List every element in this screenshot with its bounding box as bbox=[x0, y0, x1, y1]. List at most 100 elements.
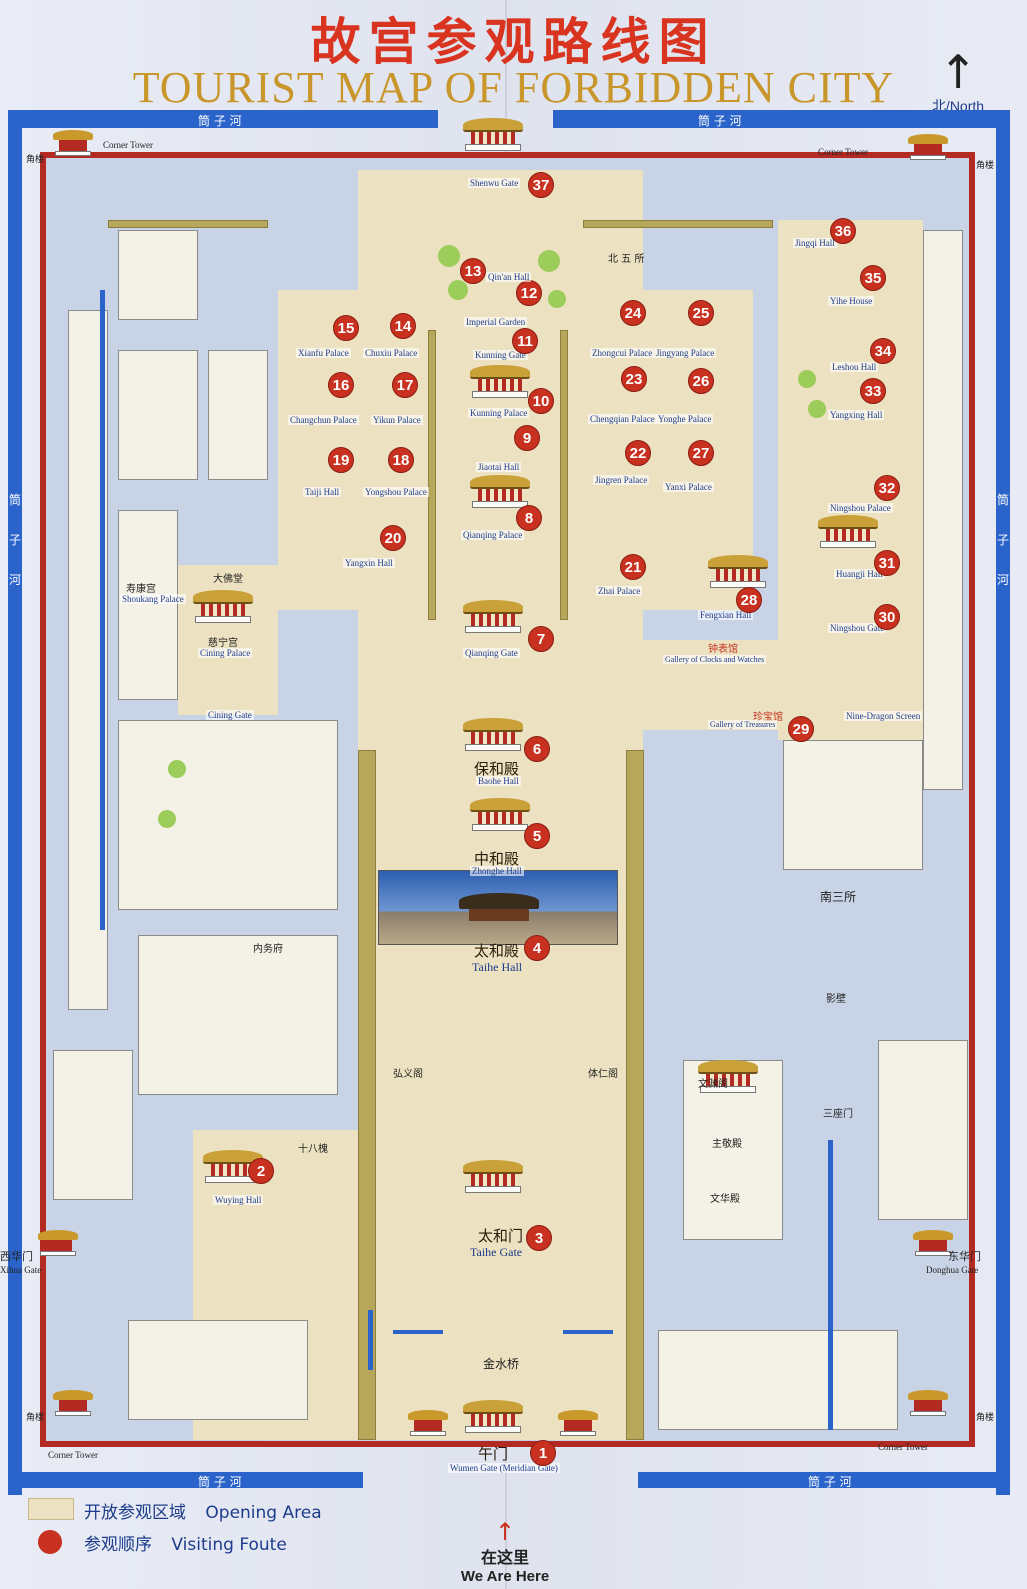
moat-left bbox=[8, 110, 22, 1495]
building bbox=[118, 350, 198, 480]
stop-5-label-en: Zhonghe Hall bbox=[470, 866, 524, 876]
west-gate-label: 西华门 bbox=[0, 1250, 33, 1263]
moat-top-right bbox=[553, 110, 1008, 128]
moat-label-right: 筒子河 bbox=[997, 493, 1010, 587]
visiting-route-dot-icon bbox=[38, 1530, 62, 1554]
treasures-gallery-label-en: Gallery of Treasures bbox=[708, 720, 778, 729]
outer-court-west-corridor bbox=[358, 750, 376, 1440]
stop-7-label-en: Qianqing Gate bbox=[463, 648, 520, 658]
sanzuomen-label: 三座门 bbox=[823, 1109, 853, 1120]
building bbox=[658, 1330, 898, 1430]
legend-route-label: 参观顺序 Visiting Foute bbox=[84, 1530, 287, 1555]
visiting-marker-24[interactable]: 24 bbox=[620, 300, 646, 326]
clocks-gallery-label: 钟表馆 bbox=[708, 644, 738, 655]
visiting-marker-14[interactable]: 14 bbox=[390, 313, 416, 339]
corner-tower-cn-nw: 角楼 bbox=[26, 155, 45, 165]
legend-open-area-cn: 开放参观区域 bbox=[84, 1503, 186, 1523]
visiting-marker-27[interactable]: 27 bbox=[688, 440, 714, 466]
visiting-marker-12[interactable]: 12 bbox=[516, 280, 542, 306]
hall-icon bbox=[463, 1160, 523, 1194]
visiting-marker-25[interactable]: 25 bbox=[688, 300, 714, 326]
building bbox=[118, 230, 198, 320]
wenyuange-label: 文渊阁 bbox=[698, 1079, 728, 1090]
shoukang-palace-label-en: Shoukang Palace bbox=[120, 594, 186, 604]
visiting-marker-34[interactable]: 34 bbox=[870, 338, 896, 364]
photo-hall-body bbox=[469, 909, 529, 921]
visiting-marker-3[interactable]: 3 bbox=[526, 1225, 552, 1251]
hongyige-label: 弘义阁 bbox=[393, 1069, 423, 1080]
stop-1-label-en: Wumen Gate (Meridian Gate) bbox=[448, 1463, 560, 1473]
visiting-marker-28[interactable]: 28 bbox=[736, 587, 762, 613]
visiting-marker-31[interactable]: 31 bbox=[874, 550, 900, 576]
moat-label-bottom-right: 筒 子 河 bbox=[808, 1475, 852, 1489]
stop-2-label-en: Wuying Hall bbox=[213, 1195, 264, 1205]
outer-court-east-corridor bbox=[626, 750, 644, 1440]
visiting-marker-10[interactable]: 10 bbox=[528, 388, 554, 414]
visiting-marker-11[interactable]: 11 bbox=[512, 328, 538, 354]
garden-tree bbox=[158, 810, 176, 828]
treasures-gallery-label: 珍宝馆 bbox=[753, 712, 783, 723]
visiting-marker-30[interactable]: 30 bbox=[874, 604, 900, 630]
stop-4-label-en: Taihe Hall bbox=[472, 960, 523, 974]
visiting-marker-19[interactable]: 19 bbox=[328, 447, 354, 473]
visiting-marker-7[interactable]: 7 bbox=[528, 626, 554, 652]
visiting-marker-29[interactable]: 29 bbox=[788, 716, 814, 742]
stop-4-label-cn: 太和殿 bbox=[474, 942, 520, 960]
stop-29-label-en: Nine-Dragon Screen bbox=[844, 711, 923, 721]
moat-label-bottom-left: 筒 子 河 bbox=[198, 1475, 242, 1489]
visiting-marker-23[interactable]: 23 bbox=[621, 366, 647, 392]
building bbox=[208, 350, 268, 480]
cining-palace-label-cn: 慈宁宫 bbox=[208, 638, 238, 649]
building bbox=[118, 720, 338, 910]
visiting-marker-2[interactable]: 2 bbox=[248, 1158, 274, 1184]
visiting-marker-4[interactable]: 4 bbox=[524, 935, 550, 961]
garden-tree bbox=[448, 280, 468, 300]
stop-15-label-en: Xianfu Palace bbox=[296, 348, 351, 358]
building bbox=[783, 740, 923, 870]
photo-hall-roof bbox=[459, 893, 539, 909]
visiting-marker-17[interactable]: 17 bbox=[392, 372, 418, 398]
visiting-marker-35[interactable]: 35 bbox=[860, 265, 886, 291]
side-gate-icon bbox=[408, 1410, 448, 1436]
garden-wall-east bbox=[583, 220, 773, 228]
visiting-marker-15[interactable]: 15 bbox=[333, 315, 359, 341]
stop-34-label-en: Leshou Hall bbox=[830, 362, 879, 372]
wall-left bbox=[40, 152, 46, 1447]
visiting-marker-9[interactable]: 9 bbox=[514, 425, 540, 451]
east-gate-label-en: Donghua Gate bbox=[926, 1265, 979, 1275]
stop-8-label-en: Qianqing Palace bbox=[461, 530, 525, 540]
stop-35-label-en: Yihe House bbox=[828, 296, 875, 306]
stop-12-label-en: Imperial Garden bbox=[464, 317, 528, 327]
visiting-marker-20[interactable]: 20 bbox=[380, 525, 406, 551]
visiting-marker-22[interactable]: 22 bbox=[625, 440, 651, 466]
visiting-marker-33[interactable]: 33 bbox=[860, 378, 886, 404]
hall-icon bbox=[818, 515, 878, 549]
visiting-marker-13[interactable]: 13 bbox=[460, 258, 486, 284]
visiting-marker-16[interactable]: 16 bbox=[328, 372, 354, 398]
inner-court-wall bbox=[428, 330, 436, 620]
visiting-marker-1[interactable]: 1 bbox=[530, 1440, 556, 1466]
map-legend: 开放参观区域 Opening Area 参观顺序 Visiting Foute bbox=[28, 1494, 388, 1574]
wall-bottom bbox=[40, 1441, 975, 1447]
moat-bottom-left bbox=[8, 1472, 363, 1488]
stop-6-label-en: Baohe Hall bbox=[476, 776, 521, 786]
visiting-marker-37[interactable]: 37 bbox=[528, 172, 554, 198]
garden-tree bbox=[538, 250, 560, 272]
visiting-marker-6[interactable]: 6 bbox=[524, 736, 550, 762]
visiting-marker-18[interactable]: 18 bbox=[388, 447, 414, 473]
tirenge-label: 体仁阁 bbox=[588, 1069, 618, 1080]
visiting-marker-32[interactable]: 32 bbox=[874, 475, 900, 501]
visiting-marker-8[interactable]: 8 bbox=[516, 505, 542, 531]
stop-26-label-en: Yonghe Palace bbox=[656, 414, 714, 424]
here-label-cn: 在这里 bbox=[480, 1548, 529, 1567]
visiting-marker-21[interactable]: 21 bbox=[620, 554, 646, 580]
visiting-marker-5[interactable]: 5 bbox=[524, 823, 550, 849]
side-gate-icon bbox=[913, 1230, 953, 1256]
jinshuiqiao-label: 金水桥 bbox=[483, 1357, 520, 1371]
hall-icon bbox=[463, 118, 523, 152]
stop-1-label-cn: 午门 bbox=[478, 1445, 509, 1463]
visiting-marker-36[interactable]: 36 bbox=[830, 218, 856, 244]
moat-label-left: 筒子河 bbox=[9, 493, 22, 587]
visiting-marker-26[interactable]: 26 bbox=[688, 368, 714, 394]
corner-tower-icon bbox=[53, 1390, 93, 1416]
